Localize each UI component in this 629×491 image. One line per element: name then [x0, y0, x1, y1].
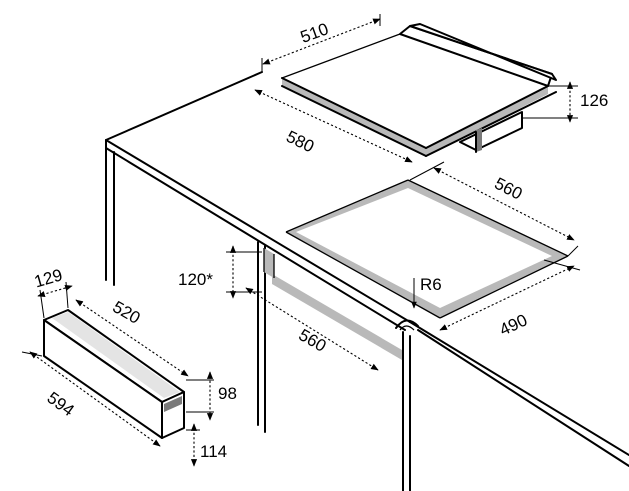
label-drawer-width: 594 — [44, 388, 78, 420]
label-hob-height: 126 — [580, 91, 608, 110]
cabinet-legs — [105, 147, 419, 491]
label-corner-radius: R6 — [420, 275, 442, 294]
label-drawer-depth: 129 — [32, 265, 65, 291]
label-drawer-cutout-width: 560 — [295, 325, 329, 356]
dimension-lines — [21, 14, 581, 467]
dimension-labels: 510 580 126 560 490 R6 120* 560 129 520 … — [32, 19, 608, 461]
label-hob-width: 510 — [298, 19, 331, 47]
label-drawer-front-height: 114 — [200, 442, 227, 461]
label-drawer-clearance: 120* — [178, 270, 213, 289]
label-drawer-height: 98 — [218, 384, 237, 403]
label-cutout-width: 560 — [491, 174, 525, 204]
label-drawer-inner-width: 520 — [109, 297, 143, 328]
